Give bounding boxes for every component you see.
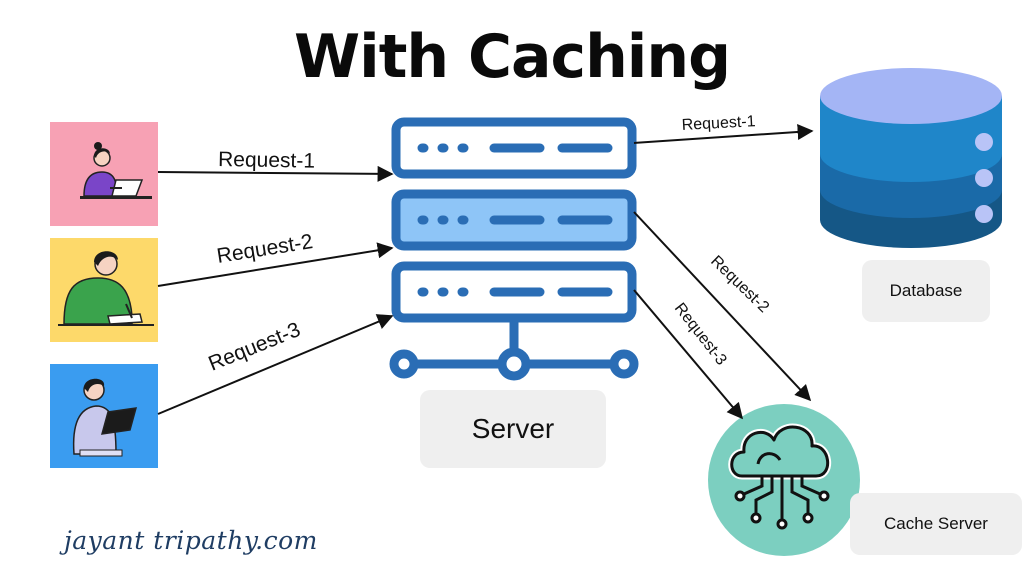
request-label-to-database: Request-1	[681, 113, 756, 134]
request-label-client-3: Request-3	[205, 318, 303, 376]
person-tablet-icon	[72, 378, 138, 457]
client-man-writing	[50, 238, 158, 342]
server-rack-icon	[389, 117, 639, 381]
arrow-server-to-database	[633, 123, 814, 144]
cache-server-label: Cache Server	[850, 493, 1022, 555]
client-man-tablet	[50, 364, 158, 468]
diagram-title: With Caching	[293, 22, 731, 92]
database-label: Database	[862, 260, 990, 322]
cloud-network-icon	[708, 404, 860, 556]
request-label-to-cache-3: Request-3	[671, 300, 730, 369]
arrow-client-2-to-server	[157, 242, 394, 287]
arrow-server-to-cache-2	[633, 211, 812, 402]
client-woman-laptop	[50, 122, 158, 226]
arrow-client-3-to-server	[157, 314, 394, 415]
arrow-client-1-to-server	[157, 165, 394, 182]
database-icon	[820, 68, 1002, 248]
person-laptop-icon	[80, 142, 152, 199]
person-writing-icon	[58, 251, 154, 326]
server-label: Server	[420, 390, 606, 468]
request-label-client-1: Request-1	[218, 148, 315, 173]
arrow-server-to-cache-3	[633, 289, 744, 420]
brand-watermark: jayant tripathy.com	[64, 526, 318, 555]
request-label-to-cache-2: Request-2	[707, 253, 772, 317]
request-arrows	[157, 123, 814, 420]
